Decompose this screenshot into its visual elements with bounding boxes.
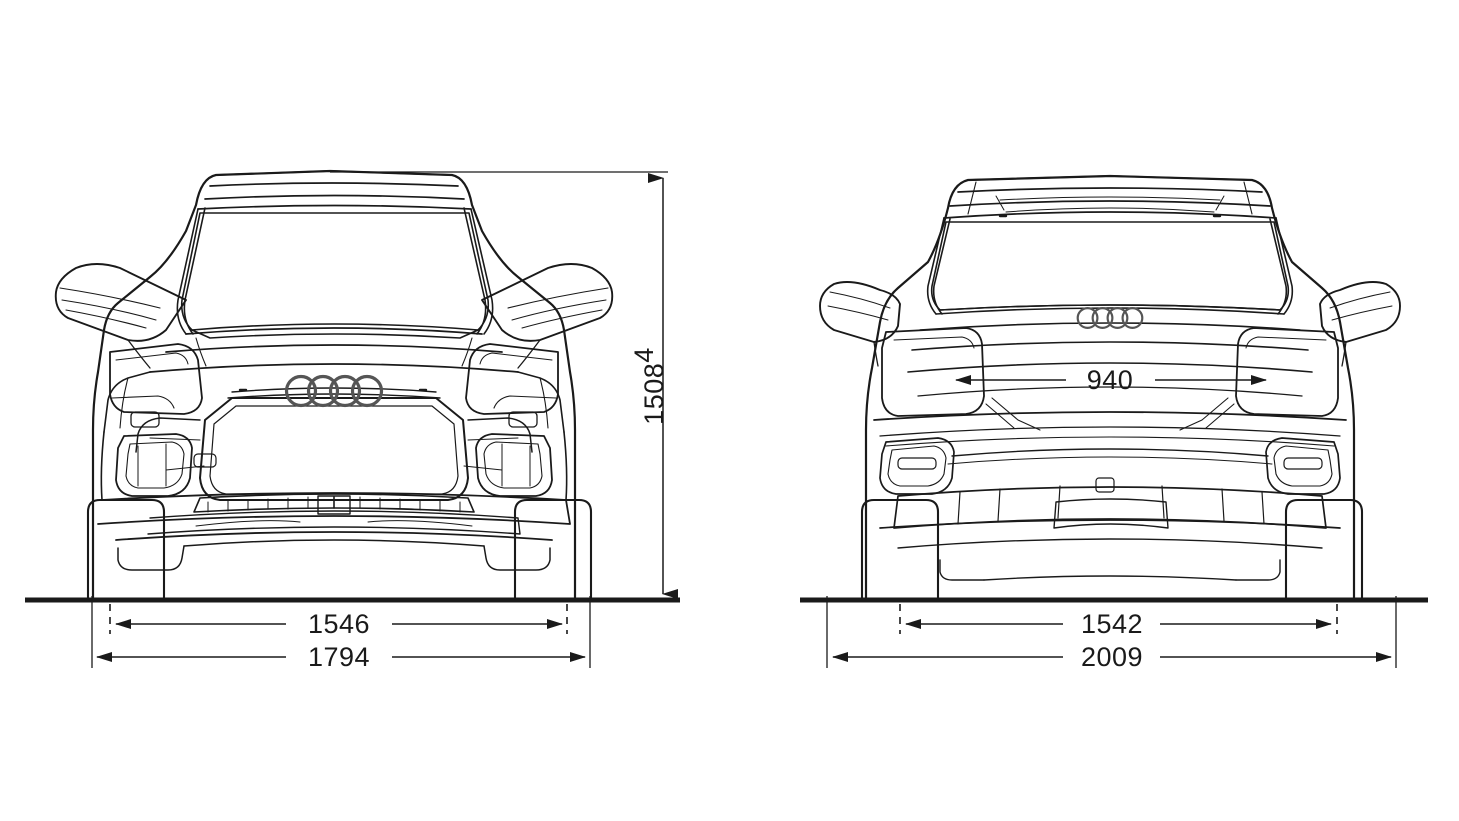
rear-roof-spoiler [943,175,1277,219]
rear-load-opening-value: 940 [1087,365,1134,395]
front-height-superscript: 4 [629,347,659,363]
dimension-width-with-mirrors: 2009 [832,642,1392,672]
svg-text:15084: 15084 [629,347,669,425]
front-grille-wing-left [111,395,205,471]
rear-reflector-right [1265,437,1341,495]
front-roof-windshield [197,170,472,210]
front-view-group [54,169,614,602]
rear-mirror-left [819,281,901,367]
front-lower-bumper [97,492,571,571]
front-windshield-glass [180,212,490,339]
dimension-rear-track: 1542 [905,609,1332,639]
front-lower-grille [193,493,475,515]
front-track-value: 1546 [308,609,370,639]
dimension-front-height: 15084 [629,173,678,599]
rear-audi-rings-badge [1076,307,1144,329]
width-with-mirrors-value: 2009 [1081,642,1143,672]
front-height-value: 1508 [639,363,669,425]
rear-window [930,221,1290,311]
front-air-intake-right [475,433,553,497]
rear-track-value: 1542 [1081,609,1143,639]
rear-tire-left [860,498,940,602]
rear-bumper [873,411,1347,447]
rear-mirror-right [1319,281,1401,367]
front-body-width-value: 1794 [308,642,370,672]
rear-tire-right [1284,498,1364,602]
front-air-intake-left [115,433,193,497]
front-a-pillar-left [176,207,206,335]
rear-reflector-left [879,437,955,495]
front-tire-left [86,498,166,602]
front-extension-lines [91,596,591,668]
rear-taillight-right [1235,327,1339,417]
front-fender-left [100,371,151,501]
front-mirror-left [54,263,187,369]
rear-view-group [819,174,1401,602]
rear-d-pillar-left [926,217,951,315]
front-audi-rings-badge [284,374,384,408]
rear-taillight-left [881,327,985,417]
dimension-front-body-width: 1794 [96,642,586,672]
front-grille-upper-trim [227,387,441,399]
rear-bumper-crease [947,448,1273,493]
front-mirror-right [481,263,614,369]
front-grille-wing-right [463,395,557,471]
front-singleframe-grille [199,397,469,501]
front-fender-right [517,371,568,501]
dimension-front-track: 1546 [115,609,563,639]
rear-tailgate [907,307,1313,397]
front-a-pillar-right [463,207,494,335]
front-headlight-left [109,343,203,415]
front-tire-right [513,498,593,602]
rear-tailgate-creases [985,397,1235,431]
rear-extension-lines [826,596,1397,668]
front-sensor-left [130,411,160,428]
dimension-rear-load-opening: 940 [955,365,1267,395]
front-sensor-right [508,411,538,428]
front-sensor-center [193,453,217,468]
rear-lower-valance [879,519,1341,581]
rear-d-pillar-right [1269,217,1294,315]
front-body-outline [91,169,577,602]
front-headlight-right [465,343,559,415]
